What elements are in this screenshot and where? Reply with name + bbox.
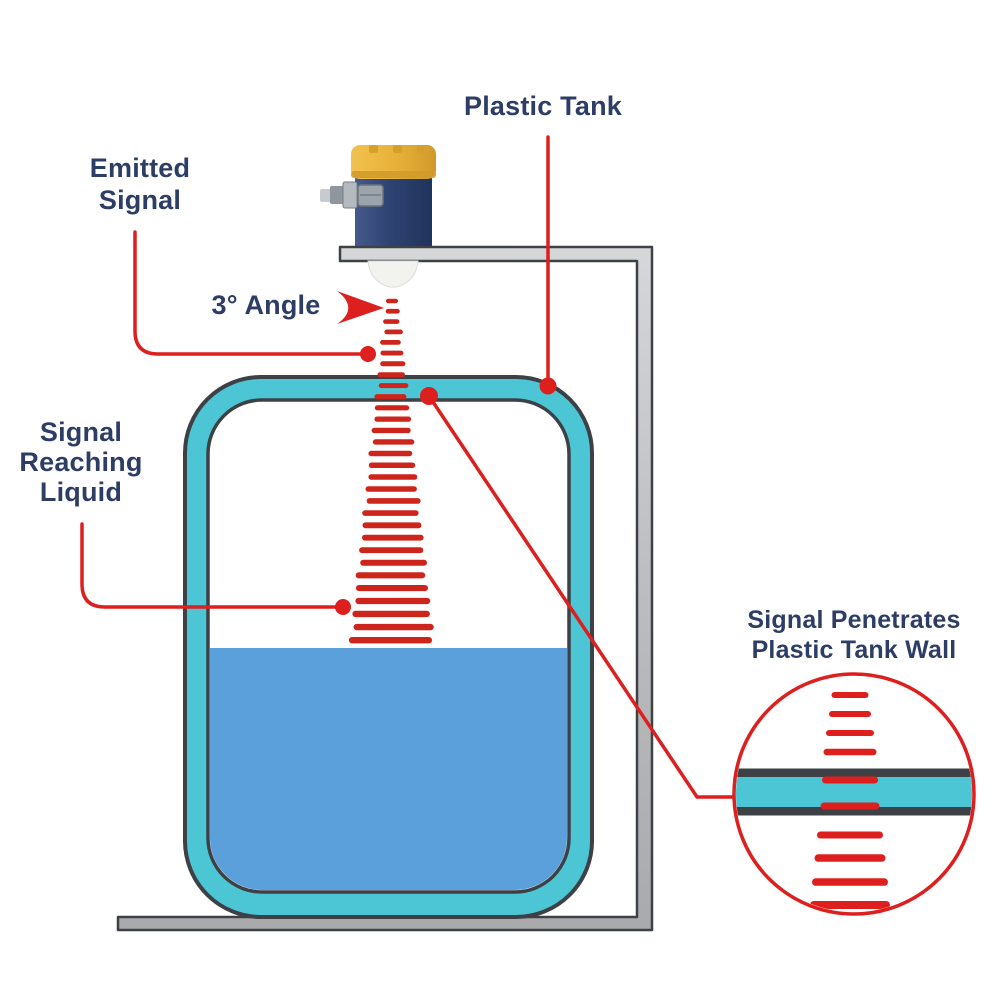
signal-dash: [812, 878, 888, 886]
callouts: [80, 135, 736, 799]
sensor-horn: [367, 260, 419, 288]
zoom-beam: [810, 692, 890, 909]
signal-dash: [368, 462, 416, 468]
signal-dash: [359, 547, 424, 554]
labels: Plastic Tank Emitted Signal 3° Angle Sig…: [19, 91, 960, 664]
zoom-detail: [732, 672, 976, 916]
signal-dash: [355, 572, 426, 579]
label-signal-reaching-2: Reaching: [19, 447, 142, 477]
signal-dash: [368, 474, 418, 480]
leader-penetrates: [427, 394, 736, 799]
label-plastic-tank: Plastic Tank: [464, 91, 623, 121]
signal-dash: [820, 802, 880, 810]
signal-dash: [829, 711, 871, 717]
signal-dash: [368, 450, 413, 457]
sensor-cap-notch: [393, 145, 402, 153]
signal-dash: [385, 308, 400, 314]
signal-dash: [352, 610, 430, 618]
plastic-tank: [183, 375, 594, 919]
sensor-cap-rim: [351, 171, 436, 178]
signal-dash: [814, 854, 886, 862]
leader-signal-reaching: [80, 522, 345, 609]
label-signal-reaching-1: Signal: [40, 417, 122, 447]
mounting-bracket: [116, 245, 654, 932]
signal-dash: [353, 623, 434, 631]
signal-dash: [823, 748, 877, 756]
conduit-nut: [342, 181, 358, 209]
signal-dash: [377, 372, 405, 378]
signal-dash: [386, 298, 398, 304]
label-penetrates-2: Plastic Tank Wall: [752, 636, 957, 664]
angle-arrow-icon: [337, 291, 384, 324]
signal-dash: [366, 498, 421, 504]
signal-dash: [372, 439, 415, 445]
signal-dash: [380, 361, 406, 367]
conduit-tip: [320, 189, 333, 202]
label-emitted-signal-1: Emitted: [90, 153, 190, 183]
signal-dash: [810, 901, 890, 909]
signal-dash: [362, 522, 422, 529]
signal-dash: [817, 831, 883, 839]
signal-dash: [360, 559, 427, 566]
signal-dash: [380, 340, 401, 345]
sensor-cap: [351, 145, 436, 179]
dot-plastic-tank: [539, 377, 557, 395]
zoom-wall-edge-top: [736, 768, 972, 777]
zoom-wall-section: [736, 692, 972, 909]
signal-dash: [383, 319, 400, 324]
signal-dash: [348, 637, 432, 644]
signal-dash: [374, 394, 407, 400]
label-signal-reaching-3: Liquid: [40, 477, 122, 507]
dot-emitted-signal: [360, 346, 376, 362]
signal-dash: [826, 730, 874, 736]
zoom-circle: [732, 672, 976, 916]
signal-dash: [378, 383, 409, 389]
signal-dash: [384, 329, 403, 335]
dot-penetrates: [420, 387, 438, 405]
label-angle: 3° Angle: [212, 290, 321, 320]
sensor-cap-notch: [369, 145, 378, 153]
signal-dash: [362, 534, 424, 541]
signal-dash: [371, 427, 411, 434]
level-sensor: [320, 145, 436, 264]
sensor-cap-notch: [417, 145, 426, 153]
leader-emitted-signal: [133, 230, 370, 356]
signal-dash: [374, 416, 412, 422]
signal-dash: [831, 692, 869, 698]
signal-dash: [355, 585, 428, 592]
signal-dash: [362, 510, 419, 516]
signal-beam: [348, 298, 434, 644]
signal-dash: [355, 597, 431, 605]
signal-dash: [380, 350, 404, 356]
signal-dash: [822, 776, 878, 784]
label-emitted-signal-2: Signal: [99, 185, 181, 215]
signal-dash: [365, 486, 417, 492]
signal-dash: [374, 405, 410, 411]
liquid: [210, 648, 567, 890]
dot-signal-reaching: [335, 599, 351, 615]
label-penetrates-1: Signal Penetrates: [747, 606, 960, 634]
zoom-wall-edge-bottom: [736, 807, 972, 816]
